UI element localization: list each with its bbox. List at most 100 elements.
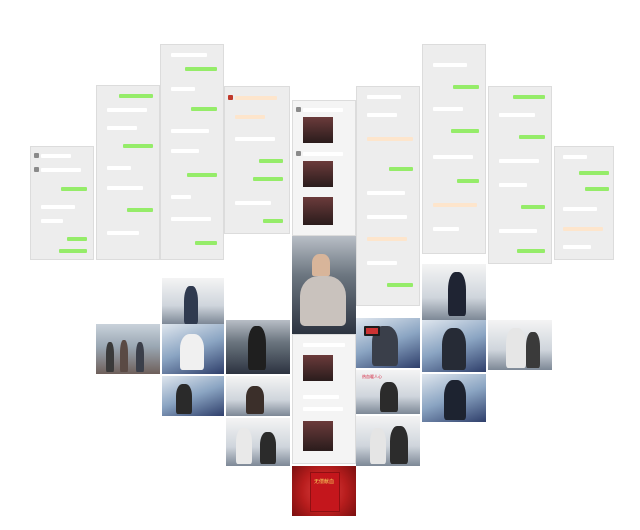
photo	[226, 320, 290, 374]
chat-bubble	[235, 137, 275, 141]
photo	[422, 264, 486, 320]
chat-screenshot	[488, 86, 552, 264]
photo	[356, 416, 420, 466]
chat-bubble	[171, 129, 209, 133]
chat-bubble	[519, 135, 545, 139]
chat-bubble	[513, 95, 545, 99]
chat-screenshot	[30, 146, 94, 260]
chat-bubble	[499, 113, 535, 117]
chat-screenshot	[160, 44, 224, 260]
photo	[488, 320, 552, 370]
photo	[356, 318, 420, 368]
avatar	[296, 151, 301, 156]
chat-bubble	[123, 144, 153, 148]
photo	[303, 421, 333, 451]
chat-bubble	[263, 219, 283, 223]
chat-screenshot	[292, 334, 356, 464]
chat-bubble	[517, 249, 545, 253]
chat-bubble	[303, 343, 345, 347]
chat-bubble	[59, 249, 87, 253]
chat-bubble	[171, 217, 211, 221]
chat-bubble	[367, 113, 397, 117]
handwritten-note: 热血暖人心	[362, 374, 382, 379]
chat-bubble	[389, 167, 413, 171]
chat-bubble	[127, 208, 153, 212]
chat-bubble	[61, 187, 87, 191]
chat-bubble	[579, 171, 609, 175]
chat-bubble	[303, 108, 343, 112]
phone-photo	[364, 326, 380, 336]
chat-bubble	[387, 283, 413, 287]
certificate-label: 无偿献血	[313, 479, 334, 485]
chat-bubble	[367, 215, 407, 219]
chat-bubble	[563, 227, 603, 231]
photo	[96, 324, 160, 374]
chat-screenshot	[292, 100, 356, 236]
chat-bubble	[367, 95, 401, 99]
chat-bubble	[41, 219, 63, 223]
chat-screenshot	[224, 86, 290, 234]
chat-bubble	[195, 241, 217, 245]
chat-bubble	[41, 154, 71, 158]
chat-bubble	[453, 85, 479, 89]
chat-bubble	[457, 179, 479, 183]
chat-bubble	[499, 229, 537, 233]
photo	[162, 324, 224, 374]
avatar	[34, 153, 39, 158]
chat-bubble	[433, 155, 473, 159]
chat-screenshot	[356, 86, 420, 306]
avatar	[296, 107, 301, 112]
chat-bubble	[563, 207, 597, 211]
chat-bubble	[119, 94, 153, 98]
photo: 热血暖人心	[356, 370, 420, 414]
photo	[303, 197, 333, 225]
chat-bubble	[585, 187, 609, 191]
chat-bubble	[367, 137, 413, 141]
photo	[226, 418, 290, 466]
chat-screenshot	[554, 146, 614, 260]
chat-bubble	[107, 166, 131, 170]
chat-bubble	[303, 395, 339, 399]
chat-bubble	[367, 261, 397, 265]
chat-bubble	[41, 168, 81, 172]
photo	[303, 355, 333, 381]
chat-bubble	[107, 231, 139, 235]
photo	[422, 320, 486, 372]
chat-bubble	[433, 227, 459, 231]
chat-bubble	[107, 108, 147, 112]
photo	[162, 278, 224, 324]
chat-bubble	[235, 201, 271, 205]
chat-bubble	[433, 203, 477, 207]
chat-bubble	[187, 173, 217, 177]
chat-bubble	[171, 53, 207, 57]
chat-bubble	[171, 195, 191, 199]
chat-bubble	[185, 67, 217, 71]
chat-bubble	[563, 245, 591, 249]
chat-bubble	[367, 191, 405, 195]
photo	[303, 117, 333, 143]
photo	[226, 376, 290, 416]
chat-bubble	[171, 87, 195, 91]
chat-bubble	[303, 152, 343, 156]
chat-bubble	[107, 126, 137, 130]
chat-screenshot	[96, 85, 160, 260]
avatar	[228, 95, 233, 100]
chat-bubble	[259, 159, 283, 163]
chat-bubble	[107, 186, 143, 190]
photo	[162, 376, 224, 416]
photo	[292, 236, 356, 334]
chat-bubble	[235, 115, 265, 119]
chat-bubble	[171, 149, 199, 153]
chat-bubble	[253, 177, 283, 181]
chat-bubble	[433, 107, 463, 111]
chat-bubble	[367, 237, 407, 241]
blood-donation-certificate-photo: 无偿献血	[292, 466, 356, 516]
chat-bubble	[41, 205, 75, 209]
chat-bubble	[433, 63, 467, 67]
chat-bubble	[563, 155, 587, 159]
chat-bubble	[191, 107, 217, 111]
chat-bubble	[499, 183, 527, 187]
chat-bubble	[67, 237, 87, 241]
chat-screenshot	[422, 44, 486, 254]
